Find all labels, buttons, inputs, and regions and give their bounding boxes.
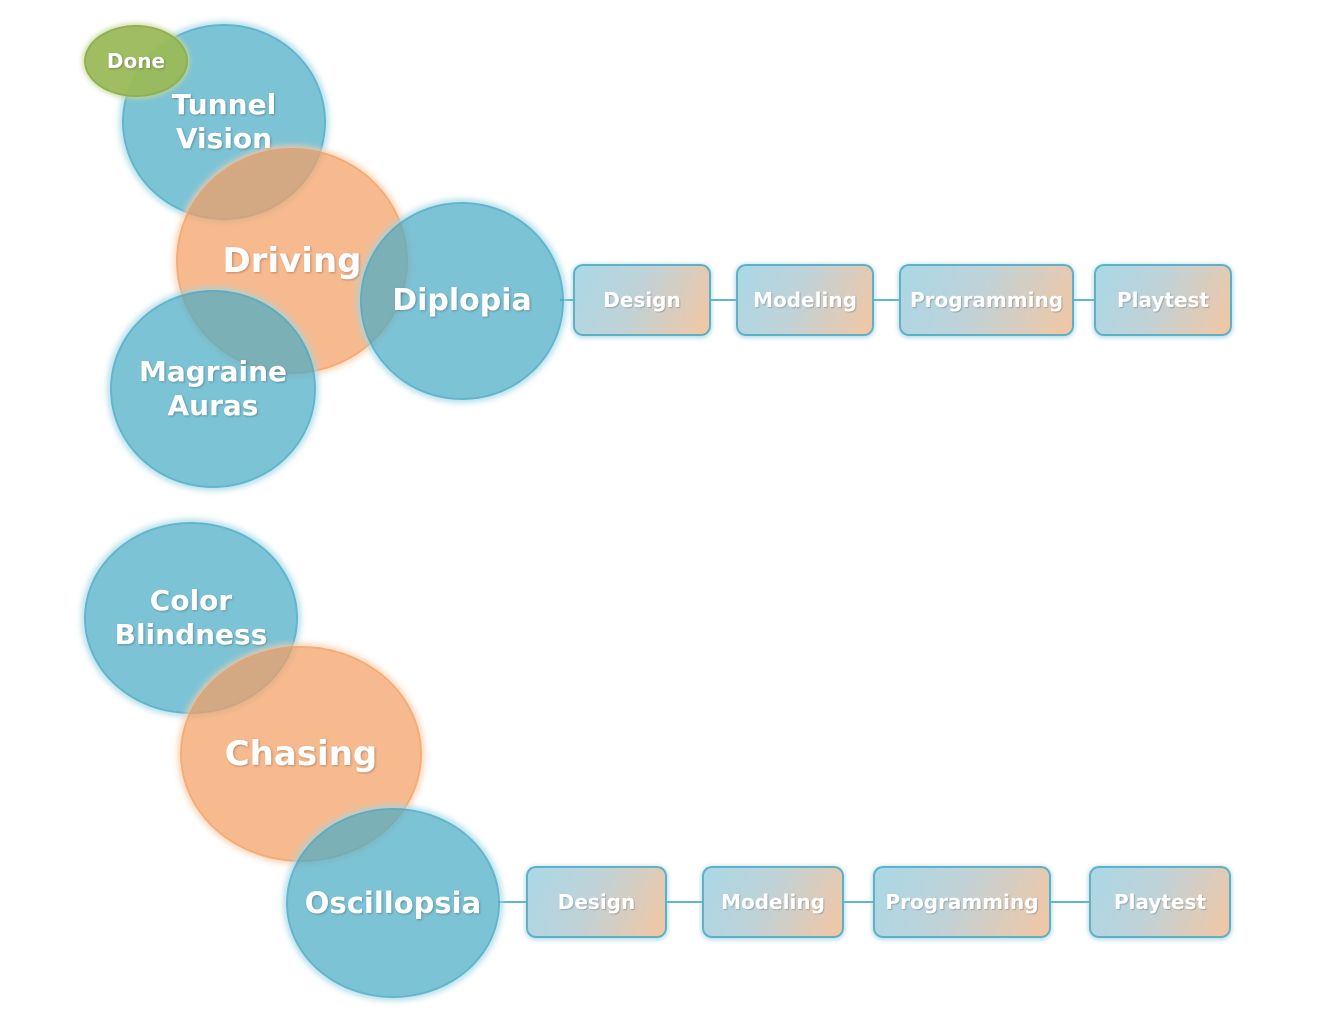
connector-line	[873, 299, 901, 301]
step-label: Design	[603, 288, 681, 312]
tunnel-vision-label: Tunnel Vision	[171, 88, 277, 155]
pipeline-step-playtest: Playtest	[1089, 866, 1231, 938]
step-label: Modeling	[721, 890, 825, 914]
done-badge: Done	[84, 25, 188, 97]
magraine-auras-circle: Magraine Auras	[110, 290, 316, 488]
connector-line	[710, 299, 738, 301]
connector-line	[666, 901, 703, 903]
step-label: Programming	[909, 288, 1064, 312]
step-label: Design	[557, 890, 636, 914]
pipeline-step-programming: Programming	[899, 264, 1074, 336]
done-badge-label: Done	[106, 49, 166, 73]
step-label: Programming	[885, 890, 1039, 914]
connector-line	[1050, 901, 1091, 903]
step-label: Modeling	[753, 288, 857, 312]
pipeline-step-programming: Programming	[873, 866, 1051, 938]
diplopia-label: Diplopia	[392, 283, 532, 318]
step-label: Playtest	[1113, 890, 1207, 914]
pipeline-step-design: Design	[526, 866, 667, 938]
magraine-auras-label: Magraine Auras	[138, 355, 288, 422]
chasing-label: Chasing	[224, 733, 378, 774]
driving-label: Driving	[222, 240, 362, 281]
step-label: Playtest	[1116, 288, 1210, 312]
diplopia-circle: Diplopia	[360, 202, 564, 400]
connector-line	[1073, 299, 1096, 301]
connector-line	[843, 901, 875, 903]
oscillopsia-circle: Oscillopsia	[286, 808, 500, 998]
oscillopsia-label: Oscillopsia	[304, 885, 482, 920]
pipeline-step-design: Design	[573, 264, 711, 336]
pipeline-step-playtest: Playtest	[1094, 264, 1232, 336]
color-blindness-label: Color Blindness	[114, 584, 268, 651]
pipeline-step-modeling: Modeling	[702, 866, 844, 938]
connector-line	[560, 299, 576, 301]
pipeline-step-modeling: Modeling	[736, 264, 874, 336]
connector-line	[498, 901, 528, 903]
